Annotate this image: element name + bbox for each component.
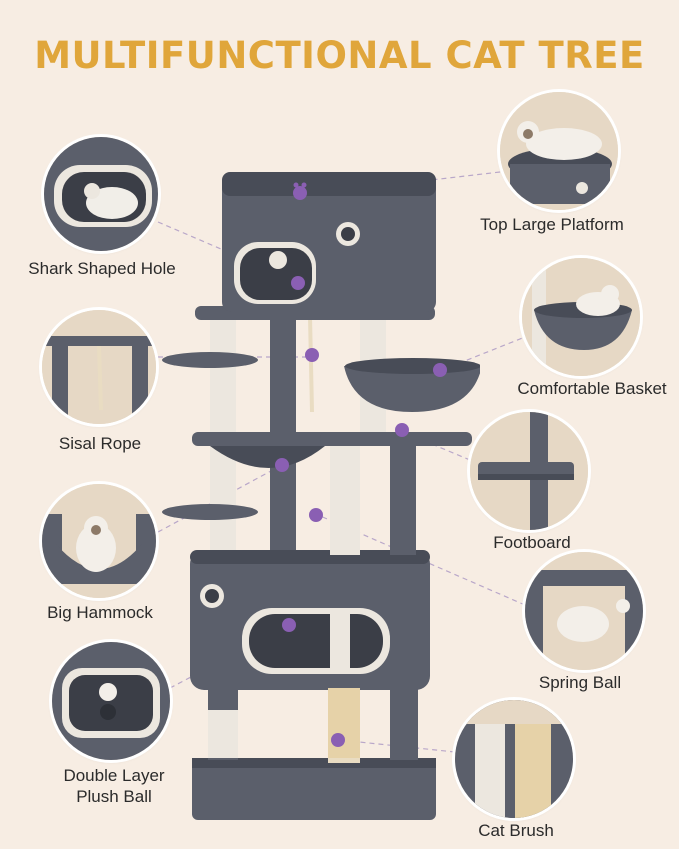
feature-label-big-hammock: Big Hammock — [47, 603, 153, 622]
feature-label-cat-brush: Cat Brush — [478, 821, 554, 840]
feature-label-spring-ball: Spring Ball — [538, 673, 622, 692]
feature-label-top-platform: Top Large Platform — [480, 215, 624, 234]
page-title: MULTIFUNCTIONAL CAT TREE — [34, 34, 645, 77]
feature-label-footboard: Footboard — [493, 533, 571, 552]
sisal-rope-photo — [42, 310, 156, 424]
footboard-photo — [470, 412, 588, 530]
feature-label-sisal-rope: Sisal Rope — [58, 434, 142, 453]
spring-ball-photo — [525, 552, 643, 670]
hammock-photo — [42, 484, 156, 598]
top-platform-photo — [500, 92, 618, 210]
basket-photo — [522, 258, 640, 376]
cat-brush-photo — [455, 700, 573, 818]
feature-label-basket: Comfortable Basket — [517, 379, 667, 398]
cat-tree-illustration — [150, 150, 480, 830]
shark-hole-photo — [44, 137, 158, 251]
plush-ball-photo — [52, 642, 170, 760]
feature-label-shark-hole: Shark Shaped Hole — [28, 259, 176, 278]
feature-label-plush-ball: Double Layer Plush Ball — [63, 766, 165, 806]
